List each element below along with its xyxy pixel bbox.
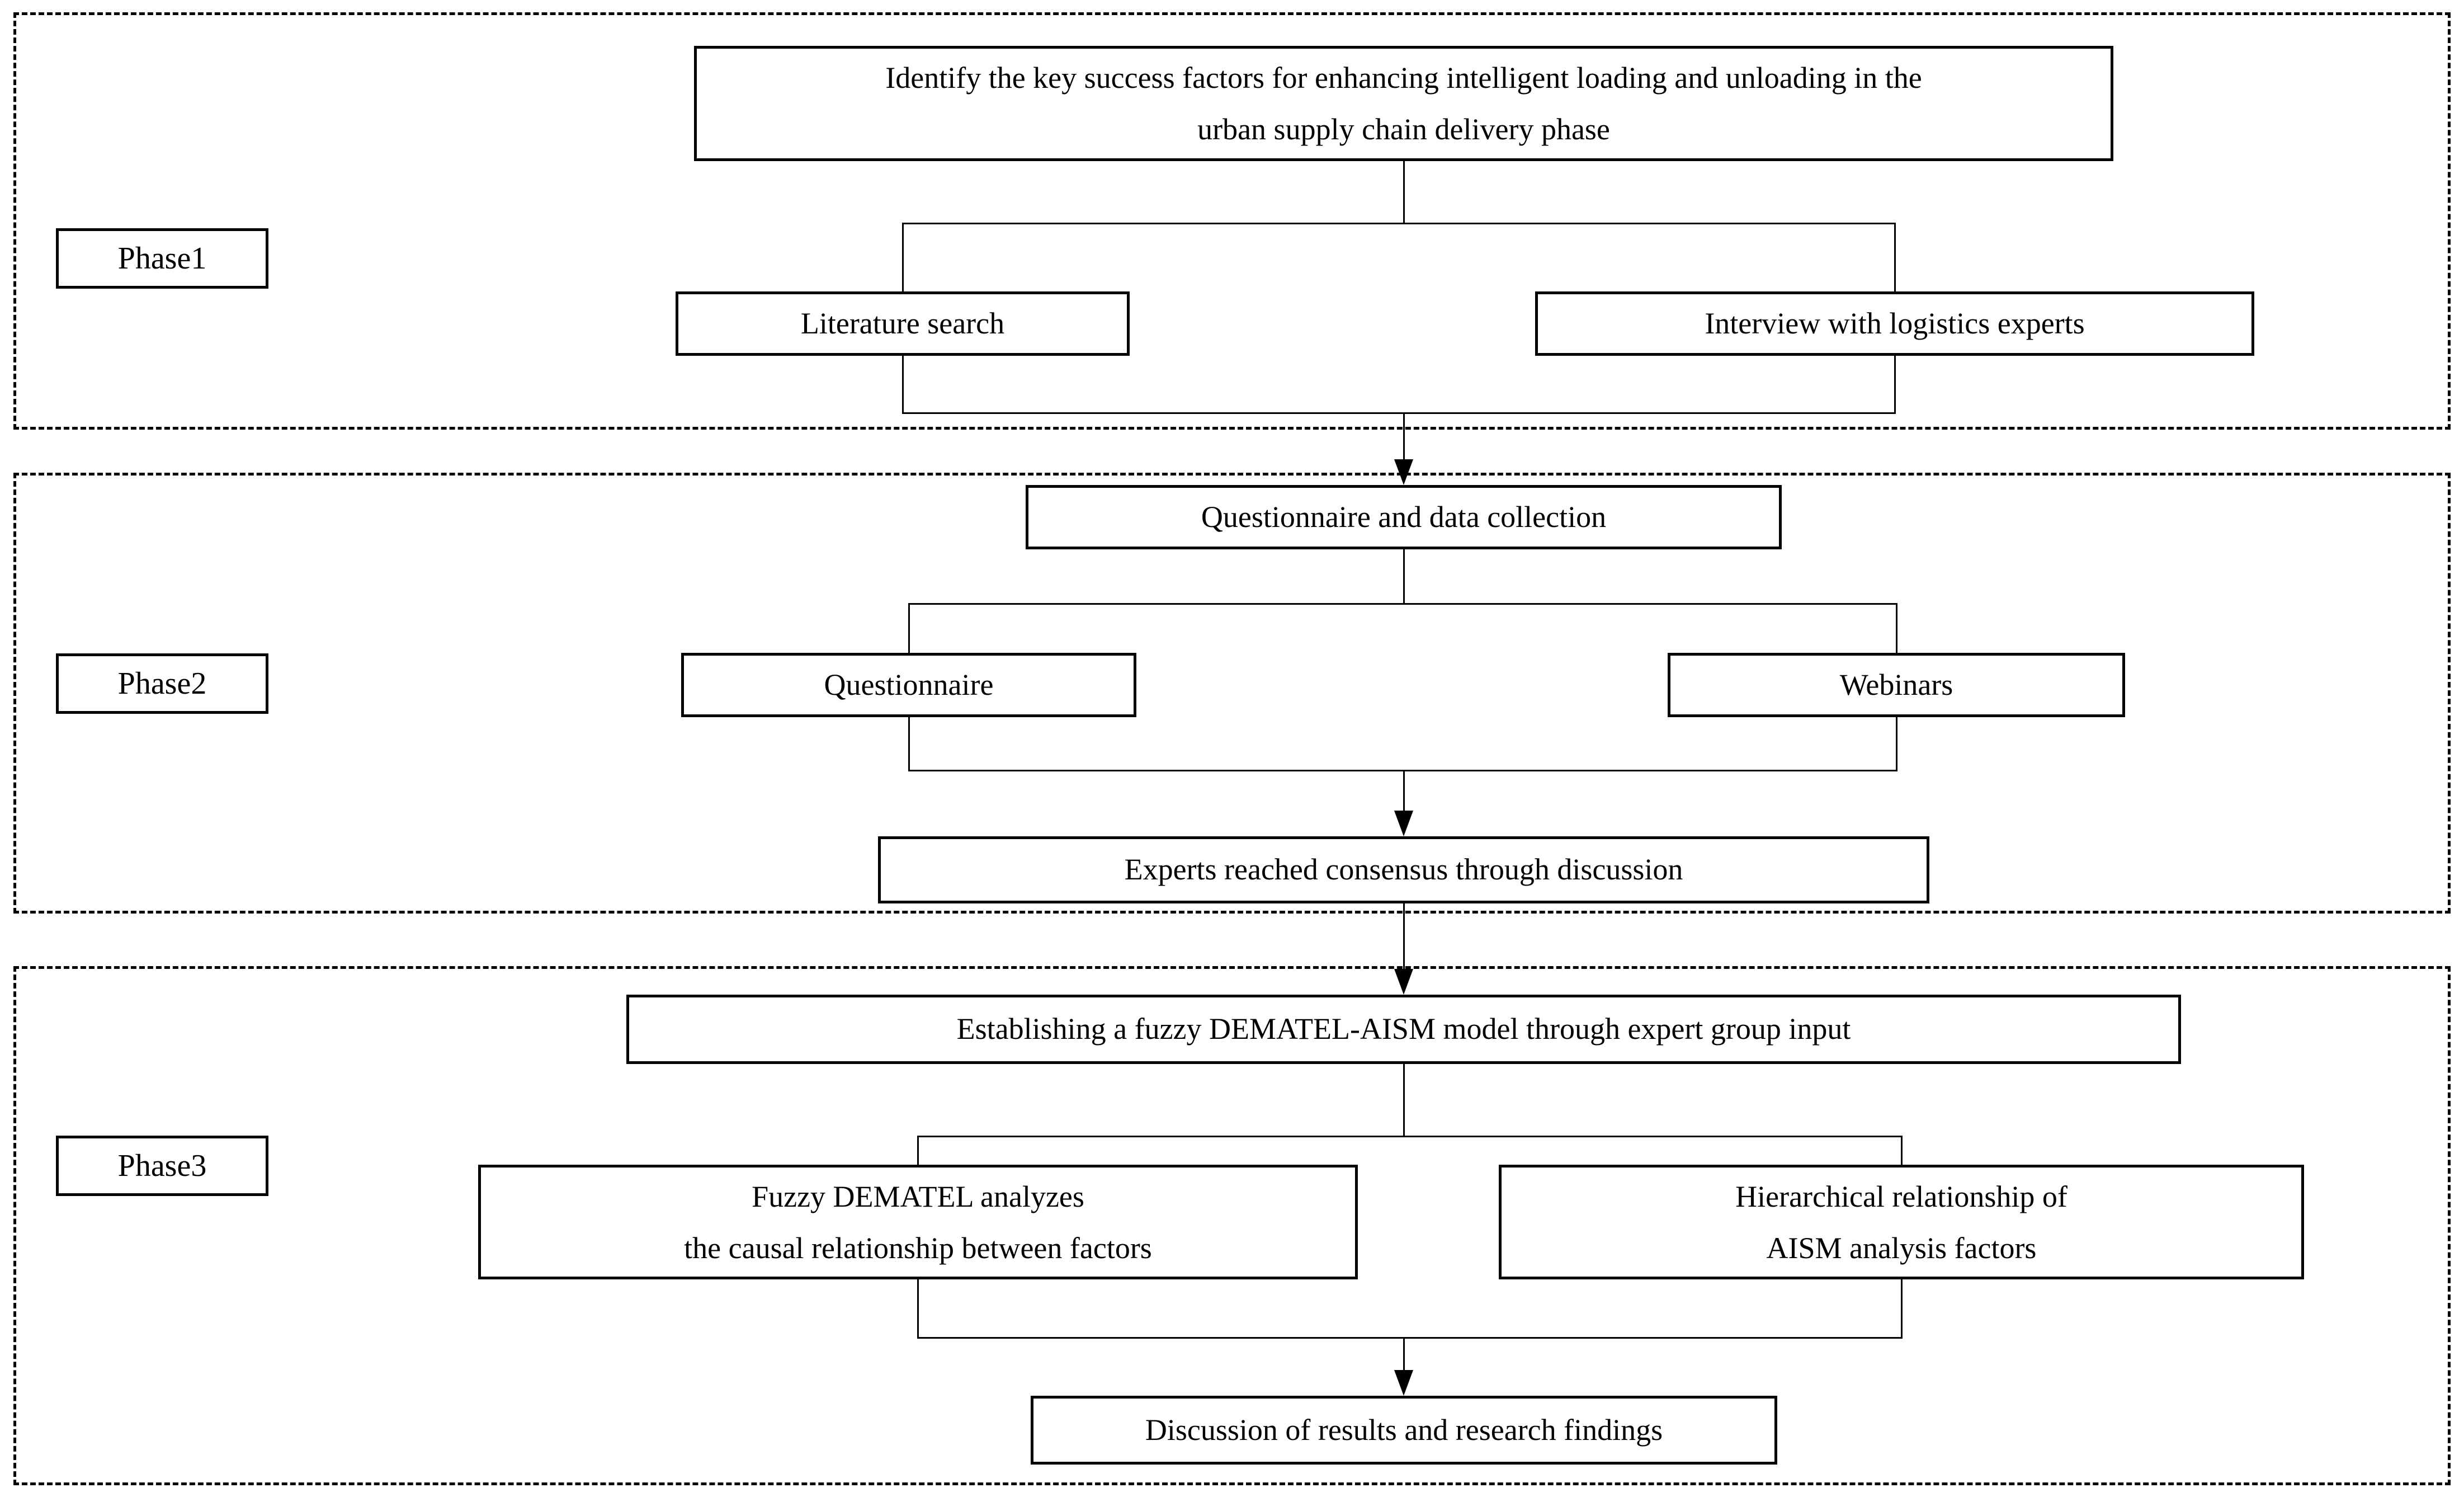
node-experts-consensus: Experts reached consensus through discus… [878, 836, 1929, 903]
node-establish-text: Establishing a fuzzy DEMATEL-AISM model … [956, 1012, 1851, 1046]
node-questionnaire-data-collection: Questionnaire and data collection [1026, 485, 1782, 549]
node-discussion-results: Discussion of results and research findi… [1031, 1396, 1777, 1465]
node-questionnaire: Questionnaire [681, 653, 1136, 717]
node-interview-text: Interview with logistics experts [1705, 306, 2085, 340]
connector-phase1-to-phase2 [1403, 412, 1405, 460]
node-webinars-text: Webinars [1839, 667, 1953, 702]
node-consensus-text: Experts reached consensus through discus… [1124, 853, 1683, 887]
connector-merge-to-discussion [1403, 1337, 1405, 1371]
node-fuzzy-line1: Fuzzy DEMATEL analyzes [752, 1179, 1084, 1213]
node-questionnaire-text: Questionnaire [824, 667, 994, 702]
node-fuzzy-dematel-analysis: Fuzzy DEMATEL analyzes the causal relati… [478, 1165, 1358, 1279]
connector-branch-to-literature [902, 223, 904, 291]
connector-branch-to-aism [1901, 1136, 1903, 1165]
connector-establish-down [1403, 1064, 1405, 1136]
connector-phase2-to-phase3 [1403, 903, 1405, 969]
connector-phase1-branch [902, 223, 1896, 224]
connector-phase2-merge [908, 770, 1897, 771]
node-aism-line2: AISM analysis factors [1766, 1231, 2037, 1265]
arrowhead-into-establish-model [1394, 969, 1413, 995]
connector-interview-down [1894, 356, 1896, 412]
connector-qdc-down [1403, 549, 1405, 603]
node-interview-experts: Interview with logistics experts [1535, 291, 2254, 356]
phase2-region [13, 473, 2451, 914]
arrowhead-into-consensus [1394, 811, 1413, 836]
node-discussion-text: Discussion of results and research findi… [1145, 1413, 1663, 1447]
connector-phase2-branch [908, 603, 1897, 605]
node-identify-success-factors: Identify the key success factors for enh… [694, 46, 2113, 161]
node-identify-line2: urban supply chain delivery phase [1197, 112, 1610, 146]
connector-fuzzy-down [917, 1279, 919, 1337]
connector-branch-to-fuzzy [917, 1136, 919, 1165]
connector-phase1-merge [902, 412, 1896, 414]
phase1-region [13, 12, 2451, 430]
connector-phase3-merge [917, 1337, 1903, 1339]
node-literature-text: Literature search [800, 306, 1005, 340]
connector-aism-down [1901, 1279, 1903, 1337]
phase3-label: Phase3 [117, 1148, 207, 1183]
connector-branch-to-interview [1894, 223, 1896, 291]
connector-phase3-branch [917, 1136, 1903, 1137]
connector-branch-to-questionnaire [908, 603, 910, 653]
phase3-label-box: Phase3 [56, 1136, 268, 1196]
phase1-label: Phase1 [117, 241, 207, 276]
connector-webinars-down [1896, 717, 1897, 770]
phase3-region [13, 966, 2451, 1485]
connector-questionnaire-down [908, 717, 910, 770]
node-questionnaire-data-text: Questionnaire and data collection [1201, 500, 1607, 534]
connector-merge-to-consensus [1403, 770, 1405, 811]
node-identify-line1: Identify the key success factors for enh… [885, 61, 1922, 95]
node-literature-search: Literature search [676, 291, 1130, 356]
arrowhead-into-discussion [1394, 1370, 1413, 1396]
phase2-label-box: Phase2 [56, 653, 268, 714]
node-aism-hierarchical-analysis: Hierarchical relationship of AISM analys… [1499, 1165, 2304, 1279]
connector-branch-to-webinars [1896, 603, 1897, 653]
node-fuzzy-line2: the causal relationship between factors [684, 1231, 1152, 1265]
arrowhead-into-questionnaire-data [1394, 459, 1413, 485]
node-webinars: Webinars [1668, 653, 2125, 717]
phase2-label: Phase2 [117, 666, 207, 701]
node-aism-line1: Hierarchical relationship of [1735, 1179, 2068, 1213]
connector-literature-down [902, 356, 904, 412]
node-establish-dematel-aism-model: Establishing a fuzzy DEMATEL-AISM model … [626, 995, 2181, 1064]
connector-identify-down [1403, 161, 1405, 223]
phase1-label-box: Phase1 [56, 228, 268, 289]
